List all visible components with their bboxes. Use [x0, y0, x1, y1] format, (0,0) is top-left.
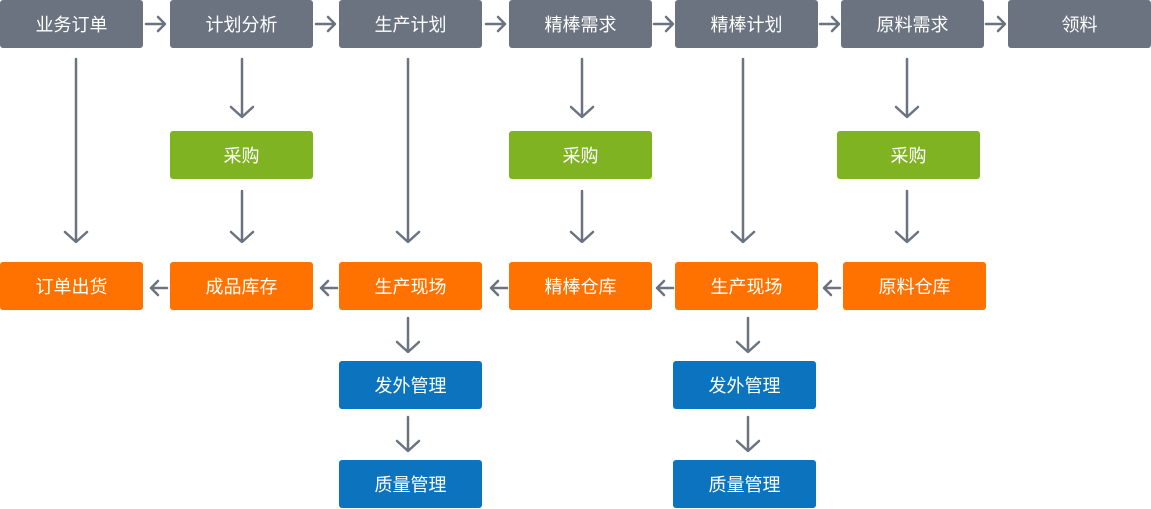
arrow-production-plan-to-production-site-1	[395, 57, 421, 244]
arrow-material-demand-to-purchase-3	[894, 57, 920, 119]
node-order: 业务订单	[0, 0, 143, 48]
arrow-rod-demand-to-rod-plan	[652, 15, 675, 33]
arrow-purchase-2-to-rod-warehouse	[569, 189, 595, 244]
arrow-production-site-1-to-outsourcing-1	[395, 316, 421, 354]
node-material-demand: 原料需求	[841, 0, 984, 48]
arrow-production-site-2-to-outsourcing-2	[735, 316, 761, 354]
node-quality-1: 质量管理	[339, 460, 482, 508]
arrow-outsourcing-1-to-quality-1	[395, 415, 421, 453]
node-production-plan: 生产计划	[339, 0, 482, 48]
arrow-plan-analysis-to-purchase-1	[229, 57, 255, 119]
arrow-production-plan-to-rod-demand	[484, 15, 507, 33]
node-requisition: 领料	[1008, 0, 1151, 48]
arrow-order-to-order-shipping	[63, 57, 89, 244]
node-purchase-1: 采购	[170, 131, 313, 179]
arrow-rod-plan-to-material-demand	[818, 15, 841, 33]
arrow-plan-analysis-to-production-plan	[314, 15, 337, 33]
node-order-shipping: 订单出货	[0, 262, 143, 310]
arrow-outsourcing-2-to-quality-2	[735, 415, 761, 453]
arrow-production-site-1-to-finished-stock	[319, 279, 339, 297]
node-outsourcing-2: 发外管理	[673, 361, 816, 409]
node-finished-stock: 成品库存	[170, 262, 313, 310]
arrow-rod-demand-to-purchase-2	[569, 57, 595, 119]
arrow-material-demand-to-requisition	[984, 15, 1007, 33]
arrow-rod-plan-to-production-site-2	[730, 57, 756, 244]
node-production-site-1: 生产现场	[339, 262, 482, 310]
arrow-purchase-1-to-finished-stock	[229, 189, 255, 244]
node-rod-plan: 精棒计划	[675, 0, 818, 48]
node-quality-2: 质量管理	[673, 460, 816, 508]
node-material-warehouse: 原料仓库	[843, 262, 986, 310]
arrow-material-warehouse-to-production-site-2	[822, 279, 842, 297]
node-purchase-2: 采购	[509, 131, 652, 179]
node-production-site-2: 生产现场	[675, 262, 818, 310]
arrow-production-site-2-to-rod-warehouse	[655, 279, 675, 297]
node-plan-analysis: 计划分析	[170, 0, 313, 48]
arrow-rod-warehouse-to-production-site-1	[489, 279, 509, 297]
arrow-order-to-plan-analysis	[144, 15, 167, 33]
node-rod-warehouse: 精棒仓库	[509, 262, 652, 310]
node-rod-demand: 精棒需求	[509, 0, 652, 48]
node-purchase-3: 采购	[837, 131, 980, 179]
arrow-finished-stock-to-order-shipping	[149, 279, 169, 297]
node-outsourcing-1: 发外管理	[339, 361, 482, 409]
arrow-purchase-3-to-material-warehouse	[894, 189, 920, 244]
